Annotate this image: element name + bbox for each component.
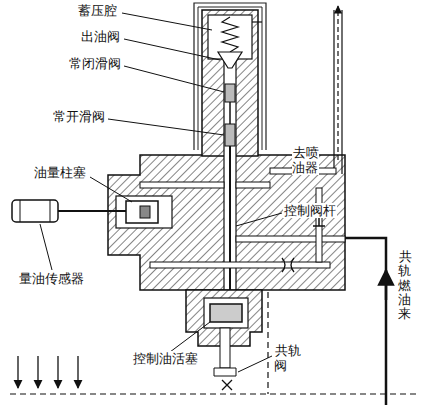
- piston-stem: [220, 328, 230, 368]
- control-stem: [229, 146, 231, 300]
- flow-arrow: [37, 356, 38, 388]
- metering-sensor: [12, 200, 58, 222]
- part-label: 共轨燃油来: [398, 250, 411, 321]
- label-text: 共轨燃油来: [398, 249, 412, 321]
- leader-line: [124, 66, 224, 92]
- leader-line: [124, 39, 220, 60]
- plunger-core: [140, 206, 150, 218]
- part-label: 去喷油器: [292, 146, 319, 176]
- label-text: 出油阀: [80, 29, 121, 44]
- flow-arrow: [385, 270, 388, 300]
- sensor-rod: [58, 210, 126, 212]
- closed-spool: [225, 84, 235, 102]
- spring: [222, 17, 238, 52]
- part-label: 常开滑阀: [52, 110, 106, 125]
- rail-feed-line: [345, 238, 386, 405]
- flow-arrow: [337, 6, 338, 160]
- flow-arrow: [77, 356, 78, 388]
- piston-bore: [204, 298, 248, 328]
- channel: [140, 182, 224, 188]
- label-text: 控制油活塞: [132, 351, 199, 366]
- part-label: 蓄压腔: [77, 4, 118, 19]
- return-line: [10, 393, 420, 394]
- metering-plunger: [126, 201, 158, 223]
- passage: [252, 21, 262, 22]
- leader-line: [40, 224, 52, 270]
- return-line: [267, 292, 268, 394]
- label-text: 油量柱塞: [33, 165, 87, 180]
- part-label: 控制油活塞: [132, 352, 199, 367]
- label-text: 蓄压腔: [77, 3, 118, 18]
- label-text: 量油传感器: [18, 271, 85, 286]
- flow-arrow: [17, 356, 18, 388]
- label-text: 常闭滑阀: [68, 56, 122, 71]
- part-label: 出油阀: [80, 30, 121, 45]
- label-text: 去喷油器: [292, 145, 319, 175]
- channel: [236, 182, 270, 188]
- label-text: 共轨阀: [274, 343, 301, 373]
- rail-valve: [214, 368, 236, 376]
- open-spool: [225, 124, 235, 146]
- flow-arrow: [57, 356, 58, 388]
- label-text: 控制阀杆: [283, 203, 337, 218]
- part-label: 油量柱塞: [33, 166, 87, 181]
- part-label: 常闭滑阀: [68, 57, 122, 72]
- leader-line: [122, 13, 212, 30]
- spool-link: [229, 102, 231, 124]
- sensor-detail: [20, 200, 50, 222]
- outlet-valve: [218, 52, 242, 68]
- part-label: 量油传感器: [18, 272, 85, 287]
- leader-line: [90, 177, 132, 202]
- channel: [150, 262, 330, 268]
- part-label: 共轨阀: [274, 344, 301, 374]
- part-label: 控制阀杆: [283, 204, 337, 219]
- control-piston: [210, 304, 242, 322]
- leader-line: [108, 119, 224, 135]
- leader-line: [238, 356, 272, 372]
- leader-line: [236, 213, 282, 226]
- label-text: 常开滑阀: [52, 109, 106, 124]
- rail-valve-symbol: [222, 380, 232, 390]
- throttle: [282, 258, 294, 272]
- channel: [236, 236, 345, 242]
- leader-line: [170, 322, 210, 352]
